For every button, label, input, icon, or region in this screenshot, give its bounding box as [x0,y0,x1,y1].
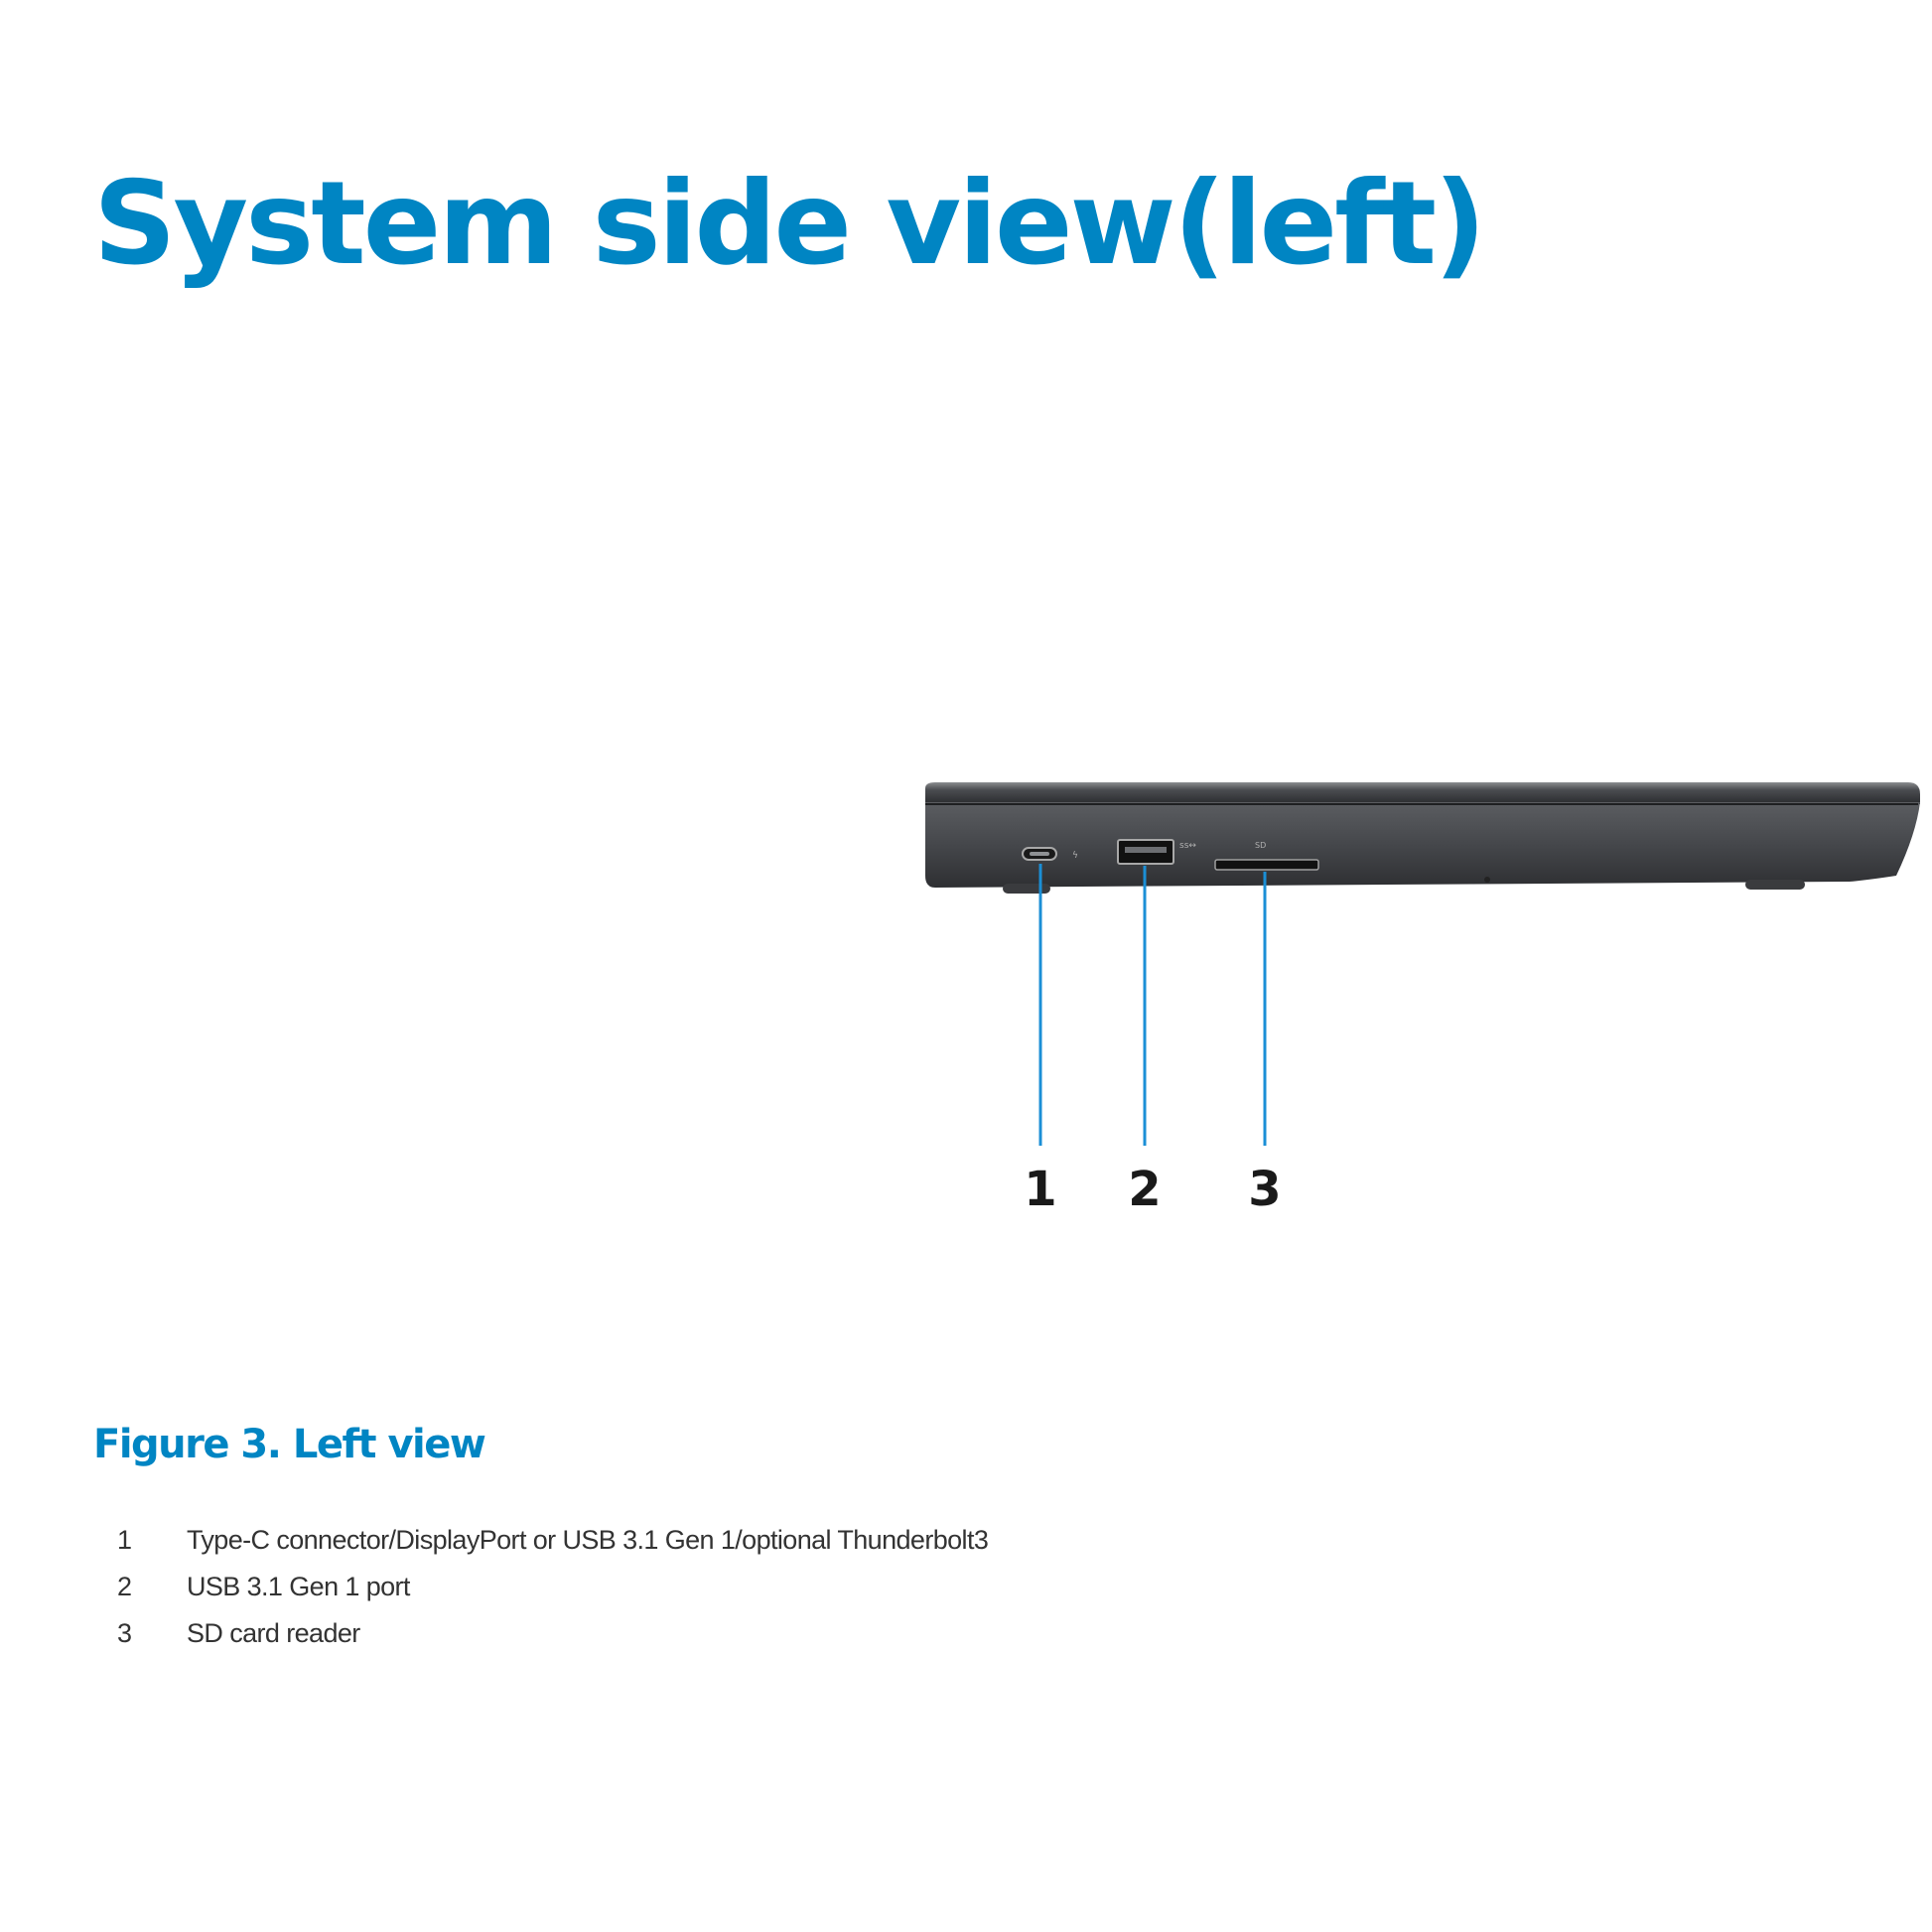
ss-usb-icon: ss↔ [1179,841,1196,851]
legend-list: 1 Type-C connector/DisplayPort or USB 3.… [117,1525,989,1665]
legend-text: USB 3.1 Gen 1 port [187,1572,410,1601]
usb-a-port: ss↔ [1117,839,1196,865]
vent-dot [1484,877,1490,883]
sd-icon: SD [1255,841,1266,850]
laptop-base [925,802,1920,888]
callout-leader-lines [1038,864,1267,1146]
rubber-foot [1745,880,1805,890]
legend-item: 2 USB 3.1 Gen 1 port [117,1572,988,1618]
laptop-left-side-illustration: ϟ ss↔ SD 1 2 3 [925,782,1920,1217]
usb-type-c-port: ϟ [1022,847,1078,861]
callout-number-3: 3 [1248,1162,1281,1217]
legend-text: SD card reader [187,1618,360,1648]
laptop-body [925,782,1920,894]
legend-text: Type-C connector/DisplayPort or USB 3.1 … [187,1525,989,1555]
legend-number: 2 [117,1572,132,1601]
laptop-lid [925,782,1920,804]
figure-caption: Figure 3. Left view [93,1422,486,1467]
thunderbolt-icon: ϟ [1072,851,1078,861]
page-title: System side view(left) [93,157,1486,291]
callout-number-1: 1 [1024,1162,1056,1217]
legend-item: 1 Type-C connector/DisplayPort or USB 3.… [117,1525,989,1572]
callout-number-2: 2 [1128,1162,1161,1217]
legend-item: 3 SD card reader [117,1618,988,1665]
sd-card-slot: SD [1214,841,1319,871]
legend-number: 1 [117,1525,132,1555]
rubber-foot [1003,884,1050,894]
legend-number: 3 [117,1618,132,1648]
